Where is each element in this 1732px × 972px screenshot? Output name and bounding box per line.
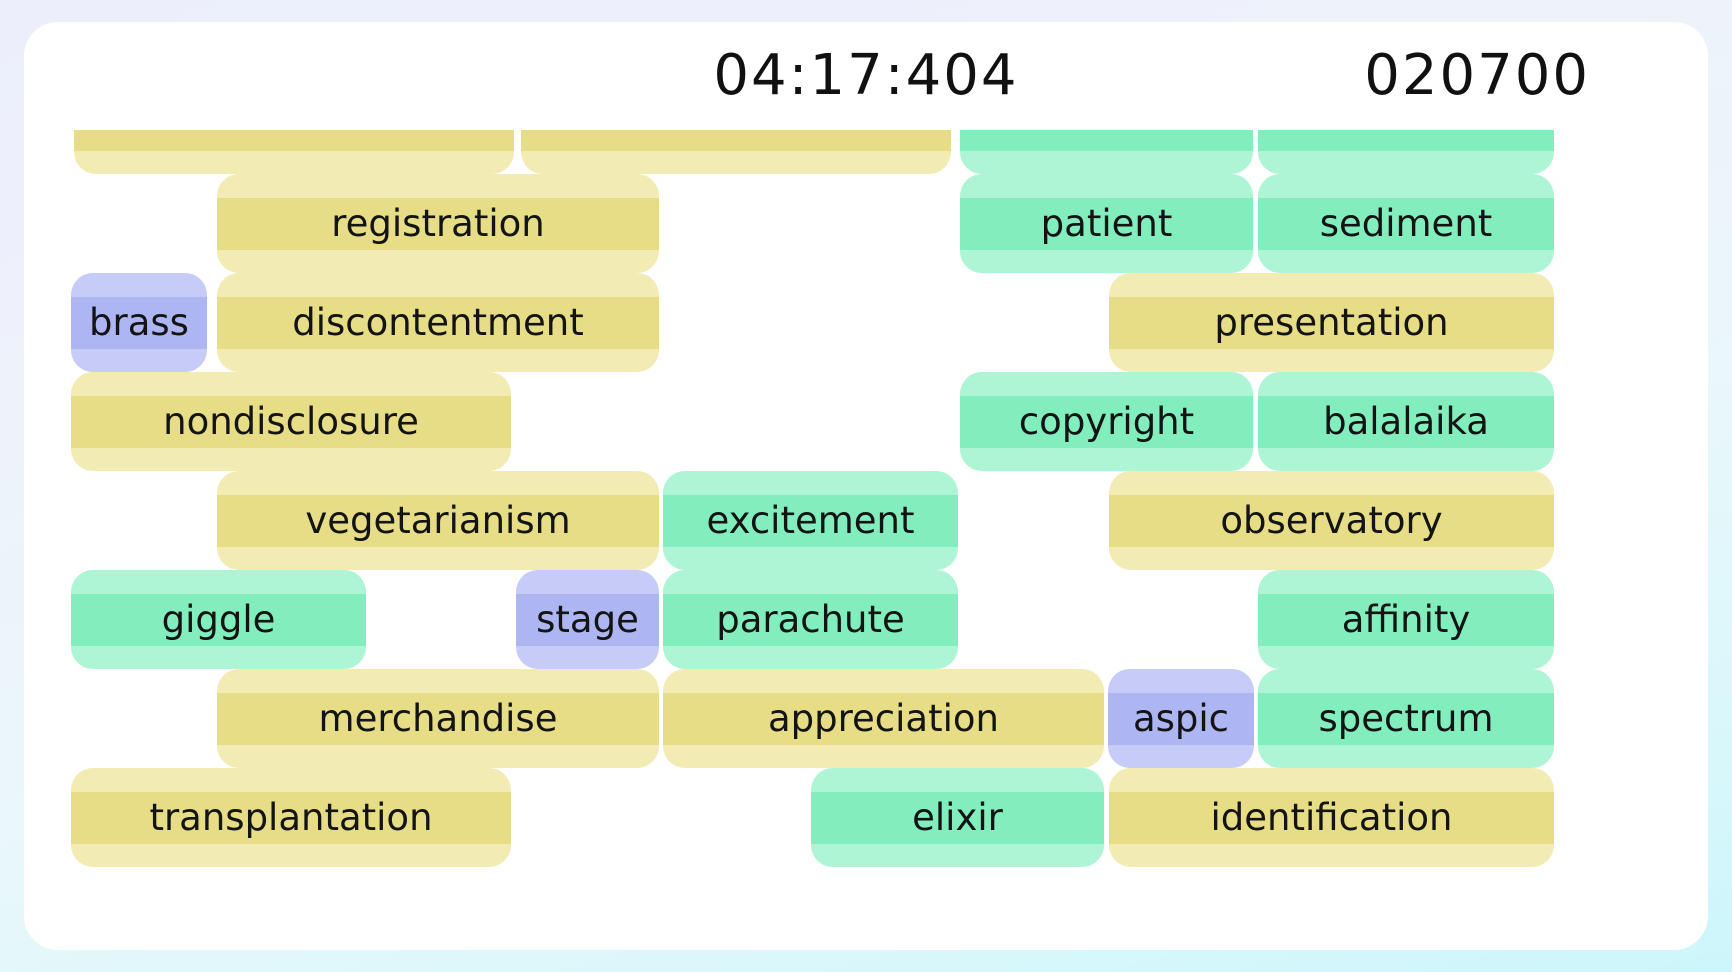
word-pill-registration[interactable]: registration	[217, 174, 659, 273]
timer-display: 04:17:404	[713, 43, 1019, 108]
word-pill-appreciation[interactable]: appreciation	[663, 669, 1104, 768]
word-pill-nondisclosure[interactable]: nondisclosure	[71, 372, 511, 471]
word-pill-label: presentation	[1214, 301, 1449, 344]
word-pill-affinity[interactable]: affinity	[1258, 570, 1554, 669]
word-pill-label: sediment	[1319, 202, 1493, 245]
word-pill-label: patient	[1040, 202, 1173, 245]
word-pill-partial[interactable]	[74, 130, 514, 174]
word-pill-label: nondisclosure	[163, 400, 419, 443]
word-pill-stage[interactable]: stage	[516, 570, 659, 669]
word-pill-label: affinity	[1341, 598, 1471, 641]
word-pill-transplantation[interactable]: transplantation	[71, 768, 511, 867]
word-row: brass discontentment presentation	[24, 273, 1708, 372]
header-bar: 04:17:404 020700	[24, 22, 1708, 130]
word-pill-excitement[interactable]: excitement	[663, 471, 958, 570]
word-row: vegetarianism excitement observatory	[24, 471, 1708, 570]
word-pill-partial[interactable]	[960, 130, 1253, 174]
word-pill-label: parachute	[716, 598, 905, 641]
word-pill-label: registration	[331, 202, 545, 245]
word-row	[24, 130, 1708, 174]
word-pill-partial[interactable]	[521, 130, 951, 174]
word-pill-merchandise[interactable]: merchandise	[217, 669, 659, 768]
word-pill-giggle[interactable]: giggle	[71, 570, 366, 669]
word-pill-partial[interactable]	[1258, 130, 1554, 174]
word-pill-label: elixir	[912, 796, 1003, 839]
word-pill-balalaika[interactable]: balalaika	[1258, 372, 1554, 471]
word-pill-vegetarianism[interactable]: vegetarianism	[217, 471, 659, 570]
game-card: 04:17:404 020700 registration patient sedi…	[24, 22, 1708, 950]
word-pill-label: appreciation	[768, 697, 999, 740]
word-pill-label: identification	[1210, 796, 1453, 839]
word-row: transplantation elixir identification	[24, 768, 1708, 867]
word-pill-patient[interactable]: patient	[960, 174, 1253, 273]
word-pill-label: stage	[536, 598, 639, 641]
word-pill-discontentment[interactable]: discontentment	[217, 273, 659, 372]
word-pill-observatory[interactable]: observatory	[1109, 471, 1554, 570]
word-pill-label: aspic	[1132, 697, 1230, 740]
word-row: giggle stage parachute affinity	[24, 570, 1708, 669]
word-pill-label: observatory	[1220, 499, 1443, 542]
word-row: registration patient sediment	[24, 174, 1708, 273]
word-pill-grid: registration patient sediment brass disconte…	[24, 130, 1708, 867]
word-pill-label: spectrum	[1318, 697, 1494, 740]
word-pill-label: transplantation	[149, 796, 433, 839]
word-pill-sediment[interactable]: sediment	[1258, 174, 1554, 273]
word-pill-label: giggle	[161, 598, 276, 641]
word-pill-label: balalaika	[1323, 400, 1489, 443]
word-pill-presentation[interactable]: presentation	[1109, 273, 1554, 372]
word-pill-label: merchandise	[318, 697, 558, 740]
word-pill-label: discontentment	[292, 301, 584, 344]
score-counter: 020700	[1364, 43, 1590, 108]
word-pill-label: vegetarianism	[305, 499, 571, 542]
word-pill-label: brass	[89, 301, 189, 344]
word-pill-spectrum[interactable]: spectrum	[1258, 669, 1554, 768]
word-pill-parachute[interactable]: parachute	[663, 570, 958, 669]
word-pill-brass[interactable]: brass	[71, 273, 207, 372]
word-pill-label: excitement	[706, 499, 915, 542]
word-pill-elixir[interactable]: elixir	[811, 768, 1104, 867]
word-pill-label: copyright	[1018, 400, 1195, 443]
word-pill-aspic[interactable]: aspic	[1108, 669, 1254, 768]
word-row: merchandise appreciation aspic spectrum	[24, 669, 1708, 768]
word-row: nondisclosure copyright balalaika	[24, 372, 1708, 471]
word-pill-identification[interactable]: identification	[1109, 768, 1554, 867]
word-pill-copyright[interactable]: copyright	[960, 372, 1253, 471]
